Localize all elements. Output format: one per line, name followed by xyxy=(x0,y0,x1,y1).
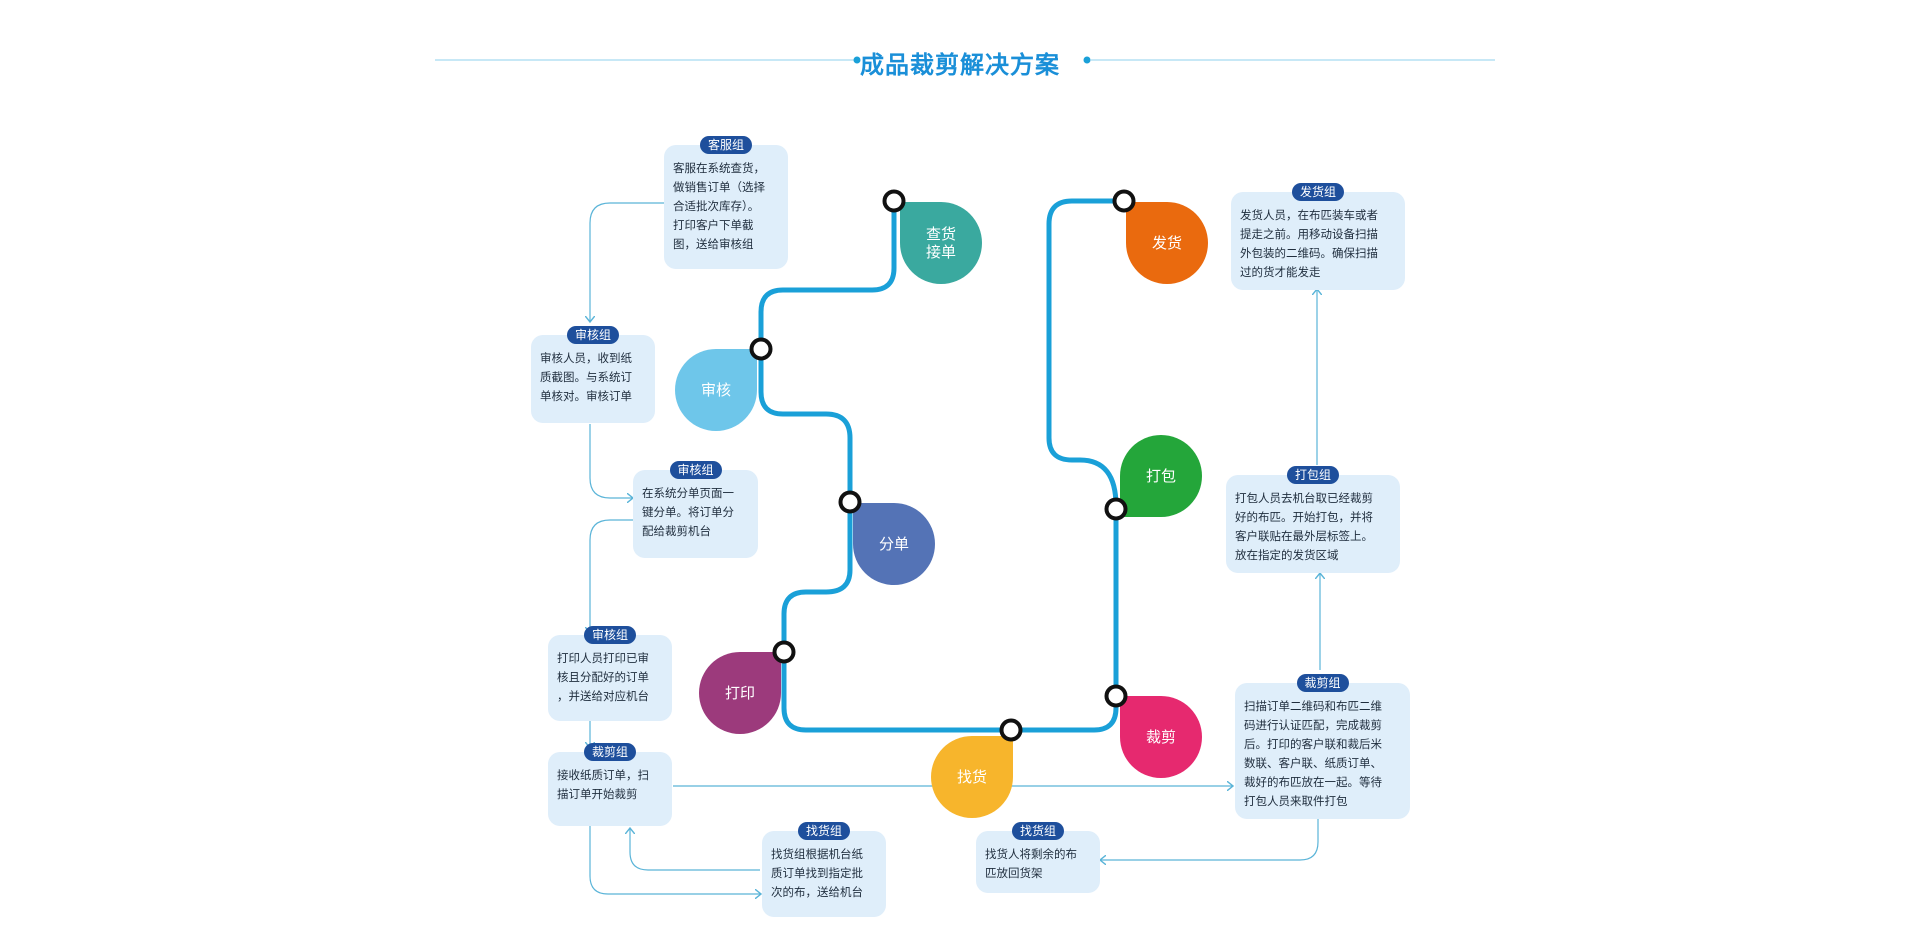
title-dot-right xyxy=(1083,56,1091,64)
note-tag: 客服组 xyxy=(699,136,753,154)
route-node xyxy=(749,337,773,361)
station-inquiry-label: 查货 接单 xyxy=(925,225,956,261)
note-line: 外包装的二维码。确保扫描 xyxy=(1240,246,1378,260)
station-cut-label: 裁剪 xyxy=(1145,728,1176,746)
note-fetch-deliver: 找货组 找货组根据机台纸 质订单找到指定批 次的布，送给机台 xyxy=(762,822,886,917)
note-tag: 裁剪组 xyxy=(1296,674,1349,692)
note-line: 扫描订单二维码和布匹二维 xyxy=(1244,699,1382,713)
note-review-split: 审核组 在系统分单页面一 键分单。将订单分 配给裁剪机台 xyxy=(633,461,758,558)
station-review-label: 审核 xyxy=(700,381,731,399)
connector-cutter-to-return xyxy=(1100,818,1319,860)
note-line: 打印客户下单截 xyxy=(673,218,754,232)
page-title: 成品裁剪解决方案 xyxy=(860,51,1060,79)
title-dot-left xyxy=(853,56,861,64)
note-line: 单核对。审核订单 xyxy=(540,389,632,403)
station-split: 分单 xyxy=(853,503,935,585)
note-tag: 审核组 xyxy=(566,326,620,344)
note-line: 打包人员去机台取已经裁剪 xyxy=(1235,491,1373,505)
station-fetch-label: 找货 xyxy=(956,768,987,786)
note-line: 后。打印的客户联和裁后米 xyxy=(1244,737,1382,751)
note-line: 打印人员打印已审 xyxy=(557,651,649,665)
route-node xyxy=(1112,189,1136,213)
note-cut-receive: 裁剪组 接收纸质订单，扫 描订单开始裁剪 xyxy=(548,743,672,826)
note-line: 打包人员来取件打包 xyxy=(1244,794,1348,808)
route-node xyxy=(1104,497,1128,521)
note-line: 接收纸质订单，扫 xyxy=(557,768,649,782)
route-node xyxy=(1104,684,1128,708)
note-line: 提走之前。用移动设备扫描 xyxy=(1240,227,1378,241)
station-print-label: 打印 xyxy=(724,684,755,702)
note-line: 裁好的布匹放在一起。等待 xyxy=(1244,775,1382,789)
station-pack-label: 打包 xyxy=(1145,467,1176,485)
note-line: 好的布匹。开始打包，并将 xyxy=(1235,510,1373,524)
note-line: 发货人员，在布匹装车或者 xyxy=(1240,208,1378,222)
station-print: 打印 xyxy=(699,652,781,734)
note-ship: 发货组 发货人员，在布匹装车或者 提走之前。用移动设备扫描 外包装的二维码。确保… xyxy=(1231,183,1405,290)
route-node xyxy=(882,189,906,213)
route-line xyxy=(758,198,1124,733)
note-cutter-scan: 裁剪组 扫描订单二维码和布匹二维 码进行认证匹配，完成裁剪 后。打印的客户联和裁… xyxy=(1235,674,1410,819)
note-review-print: 审核组 打印人员打印已审 核且分配好的订单 ，并送给对应机台 xyxy=(548,626,672,721)
note-tag: 找货组 xyxy=(797,822,851,840)
note-line: 质订单找到指定批 xyxy=(771,866,863,880)
note-tag: 裁剪组 xyxy=(583,743,637,761)
note-line: 客户联贴在最外层标签上。 xyxy=(1235,529,1373,543)
note-line: 质截图。与系统订 xyxy=(540,370,632,384)
note-line: 过的货才能发走 xyxy=(1240,265,1321,279)
connector-split-to-print xyxy=(590,519,633,633)
note-line: 匹放回货架 xyxy=(985,866,1043,880)
note-review-check: 审核组 审核人员，收到纸 质截图。与系统订 单核对。审核订单 xyxy=(531,326,655,423)
connector-cs-to-review xyxy=(590,202,664,322)
note-fetch-return: 找货组 找货人将剩余的布 匹放回货架 xyxy=(976,822,1100,893)
route-node xyxy=(999,718,1023,742)
note-customer-service: 客服组 客服在系统查货， 做销售订单（选择 合适批次库存）。 打印客户下单截 图… xyxy=(664,136,788,269)
note-line: 在系统分单页面一 xyxy=(642,486,734,500)
station-ship-label: 发货 xyxy=(1151,234,1182,252)
route-node xyxy=(838,490,862,514)
note-line: 做销售订单（选择 xyxy=(673,180,765,194)
note-line: 找货人将剩余的布 xyxy=(985,847,1077,861)
note-pack: 打包组 打包人员去机台取已经裁剪 好的布匹。开始打包，并将 客户联贴在最外层标签… xyxy=(1226,466,1400,573)
station-pack: 打包 xyxy=(1120,435,1202,517)
station-cut: 裁剪 xyxy=(1120,696,1202,778)
connector-review-to-split xyxy=(589,424,633,498)
note-line: ，并送给对应机台 xyxy=(557,689,649,703)
note-line: 描订单开始裁剪 xyxy=(557,787,638,801)
route-node xyxy=(772,640,796,664)
note-line: 核且分配好的订单 xyxy=(557,670,649,684)
note-tag: 审核组 xyxy=(669,461,722,479)
note-line: 放在指定的发货区域 xyxy=(1235,548,1339,562)
connector-fetch-to-cut xyxy=(630,828,760,871)
station-inquiry: 查货 接单 xyxy=(900,202,982,284)
station-review: 审核 xyxy=(675,349,757,431)
note-tag: 打包组 xyxy=(1286,466,1340,484)
station-fetch: 找货 xyxy=(931,736,1013,818)
note-line: 客服在系统查货， xyxy=(673,161,765,175)
note-line: 码进行认证匹配，完成裁剪 xyxy=(1244,718,1382,732)
note-line: 次的布，送给机台 xyxy=(771,885,863,899)
note-line: 图，送给审核组 xyxy=(673,237,754,251)
station-ship: 发货 xyxy=(1126,202,1208,284)
note-line: 审核人员，收到纸 xyxy=(540,351,632,365)
note-tag: 发货组 xyxy=(1291,183,1345,201)
note-line: 键分单。将订单分 xyxy=(642,505,734,519)
note-line: 合适批次库存）。 xyxy=(673,199,760,213)
connector-cut-to-fetch xyxy=(589,826,761,894)
station-split-label: 分单 xyxy=(878,535,909,553)
note-line: 找货组根据机台纸 xyxy=(771,847,863,861)
note-tag: 审核组 xyxy=(583,626,637,644)
note-tag: 找货组 xyxy=(1011,822,1065,840)
note-line: 数联、客户联、纸质订单、 xyxy=(1244,756,1382,770)
note-line: 配给裁剪机台 xyxy=(642,524,711,538)
